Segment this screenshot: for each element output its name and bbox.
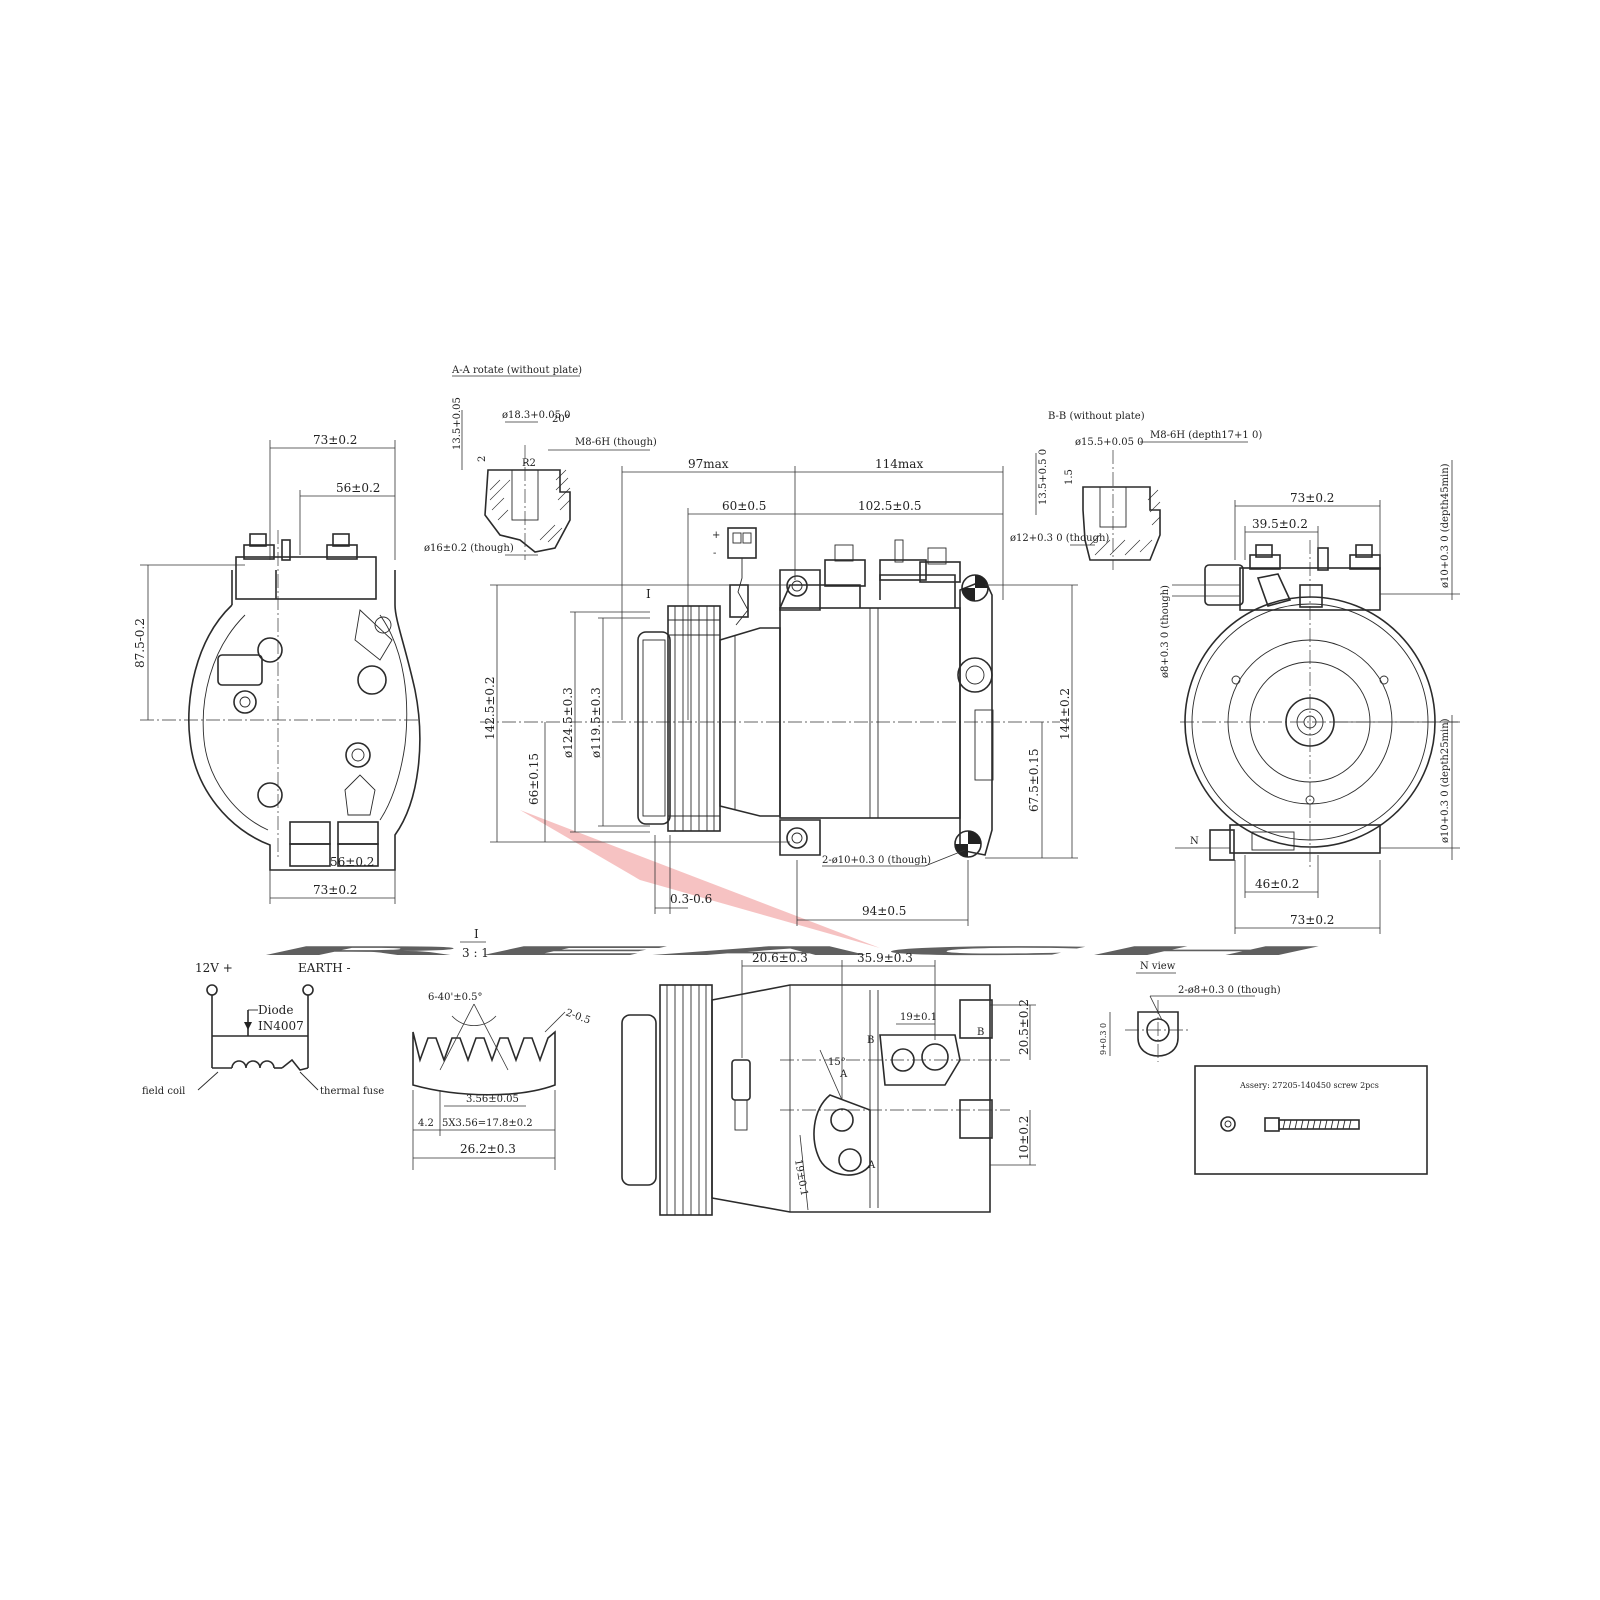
wiring-diode-model: IN4007: [258, 1019, 304, 1033]
wiring-12v-label: 12V +: [195, 961, 233, 975]
watermark: REACH: [260, 810, 1325, 958]
belt-start-dim: 4.2: [418, 1118, 434, 1129]
connector-minus: -: [713, 548, 716, 559]
wiring-field-coil-label: field coil: [142, 1086, 185, 1097]
main-114max-dim: 114max: [875, 457, 923, 471]
main-60-dim: 60±0.5: [722, 499, 766, 513]
right-end-view: 73±0.2 39.5±0.2 ø10+0.3 0 (depth45min) ø…: [1160, 460, 1460, 934]
wiring-schematic: 12V + EARTH - Diode IN4007 field coil th…: [142, 961, 384, 1097]
washer-icon: [1220, 1116, 1236, 1132]
wiring-diode-label: Diode: [258, 1003, 293, 1017]
right-top-dim: 73±0.2: [1290, 491, 1334, 505]
bb-thread-dim: M8-6H (depth17+1 0): [1150, 430, 1262, 441]
left-height-dim: 87.5-0.2: [133, 618, 147, 668]
screw-icon: [1264, 1117, 1360, 1132]
aa-thread-dim: M8-6H (though): [575, 437, 657, 448]
wiring-earth-label: EARTH -: [298, 961, 351, 975]
main-holes-dim: 2-ø10+0.3 0 (though): [822, 855, 931, 866]
bottom-19-top-dim: 19±0.1: [900, 1012, 937, 1023]
bb-depth-dim: 13.5+0.5 0: [1038, 449, 1049, 505]
bottom-35-9-dim: 35.9±0.3: [857, 951, 913, 965]
n-view-title: N view: [1140, 961, 1176, 972]
bottom-angle-dim: 15°: [828, 1057, 846, 1068]
bottom-19-bottom-dim: 19±0.1: [792, 1159, 809, 1197]
bb-gap-dim: 1.5: [1064, 469, 1075, 485]
aa-hole-dim: ø16±0.2 (though): [424, 543, 514, 554]
left-bottom-outer-dim: 73±0.2: [313, 883, 357, 897]
main-side-view: + - 97max: [480, 457, 1078, 926]
right-bottom-outer-dim: 73±0.2: [1290, 913, 1334, 927]
bb-section-title: B-B (without plate): [1048, 411, 1145, 422]
bottom-label-b-right: B: [977, 1027, 984, 1038]
main-144-dim: 144±0.2: [1058, 688, 1072, 740]
detail-i-marker: I: [646, 587, 651, 601]
main-66-dim: 66±0.15: [527, 753, 541, 805]
belt-span-dim: 5X3.56=17.8±0.2: [442, 1118, 533, 1129]
watermark-logo: REACH: [260, 944, 1325, 958]
bottom-view: 20.6±0.3 35.9±0.3 19±0.1 15° A A B B 20.…: [621, 951, 1036, 1216]
wiring-thermal-fuse-label: thermal fuse: [320, 1086, 384, 1097]
watermark-accent-shape: [520, 810, 880, 948]
main-124-dim: ø124.5±0.3: [561, 687, 575, 758]
connector-plus: +: [712, 530, 720, 541]
aa-section: A-A rotate (without plate) 13.5+0.05 ø18…: [424, 365, 657, 560]
bottom-10-dim: 10±0.2: [1017, 1116, 1031, 1160]
left-end-view: 73±0.2 56±0.2 87.5-0.2 56±0.2 73±0.2: [133, 433, 421, 904]
main-gap-dim: 0.3-0.6: [670, 892, 712, 906]
bottom-20-5-dim: 20.5±0.2: [1017, 999, 1031, 1055]
belt-angle-dim: 6-40'±0.5°: [428, 992, 483, 1003]
main-94-dim: 94±0.5: [862, 904, 906, 918]
main-67-dim: 67.5±0.15: [1027, 749, 1041, 813]
main-97max-dim: 97max: [688, 457, 729, 471]
right-hole-top-dim: ø10+0.3 0 (depth45min): [1440, 463, 1451, 588]
n-view-dim: 9+0.3 0: [1099, 1023, 1108, 1055]
n-view-holes-dim: 2-ø8+0.3 0 (though): [1178, 985, 1281, 996]
belt-total-dim: 26.2±0.3: [460, 1142, 516, 1156]
aa-depth-dim: 13.5+0.05: [452, 397, 463, 450]
belt-pitch-dim: 3.56±0.05: [466, 1094, 519, 1105]
detail-scale: 3 : 1: [462, 946, 489, 960]
bb-diameter-dim: ø15.5+0.05 0: [1075, 437, 1143, 448]
aa-diameter-dim: ø18.3+0.05 0: [502, 410, 570, 421]
assembly-box: Assery: 27205-140450 screw 2pcs: [1194, 1065, 1428, 1175]
right-mid-dim: 39.5±0.2: [1252, 517, 1308, 531]
main-142-dim: 142.5±0.2: [483, 677, 497, 741]
left-top-outer-dim: 73±0.2: [313, 433, 357, 447]
left-bottom-inner-dim: 56±0.2: [330, 855, 374, 869]
main-119-dim: ø119.5±0.3: [589, 687, 603, 758]
bottom-label-a-top: A: [839, 1069, 848, 1080]
bottom-20-6-dim: 20.6±0.3: [752, 951, 808, 965]
aa-radius-dim: R2: [522, 458, 536, 469]
left-top-inner-dim: 56±0.2: [336, 481, 380, 495]
bb-section: B-B (without plate) 13.5+0.5 0 ø15.5+0.0…: [1010, 411, 1262, 570]
right-hole-bottom-dim: ø10+0.3 0 (depth25min): [1440, 718, 1451, 843]
n-view-detail: N view 2-ø8+0.3 0 (though) 9+0.3 0: [1099, 961, 1281, 1062]
aa-section-title: A-A rotate (without plate): [451, 365, 582, 376]
right-hole-left-dim: ø8+0.3 0 (though): [1160, 585, 1171, 678]
aa-gap-dim: 2: [477, 456, 488, 462]
main-102-dim: 102.5±0.5: [858, 499, 922, 513]
belt-edge-dim: 2-0.5: [564, 1007, 592, 1026]
assembly-text: Assery: 27205-140450 screw 2pcs: [1239, 1081, 1379, 1090]
detail-i-title: I: [474, 927, 479, 941]
bb-hole-dim: ø12+0.3 0 (though): [1010, 533, 1109, 544]
n-view-marker: N: [1190, 836, 1199, 847]
right-bottom-inner-dim: 46±0.2: [1255, 877, 1299, 891]
bottom-label-b-top: B: [867, 1035, 874, 1046]
bottom-label-a-bottom: A: [867, 1160, 876, 1171]
belt-detail: I 3 : 1 6-40'±0.5° 2-0.5 3.56±0.05 4.2 5…: [412, 927, 592, 1170]
aa-angle-dim: 20°: [552, 414, 570, 425]
